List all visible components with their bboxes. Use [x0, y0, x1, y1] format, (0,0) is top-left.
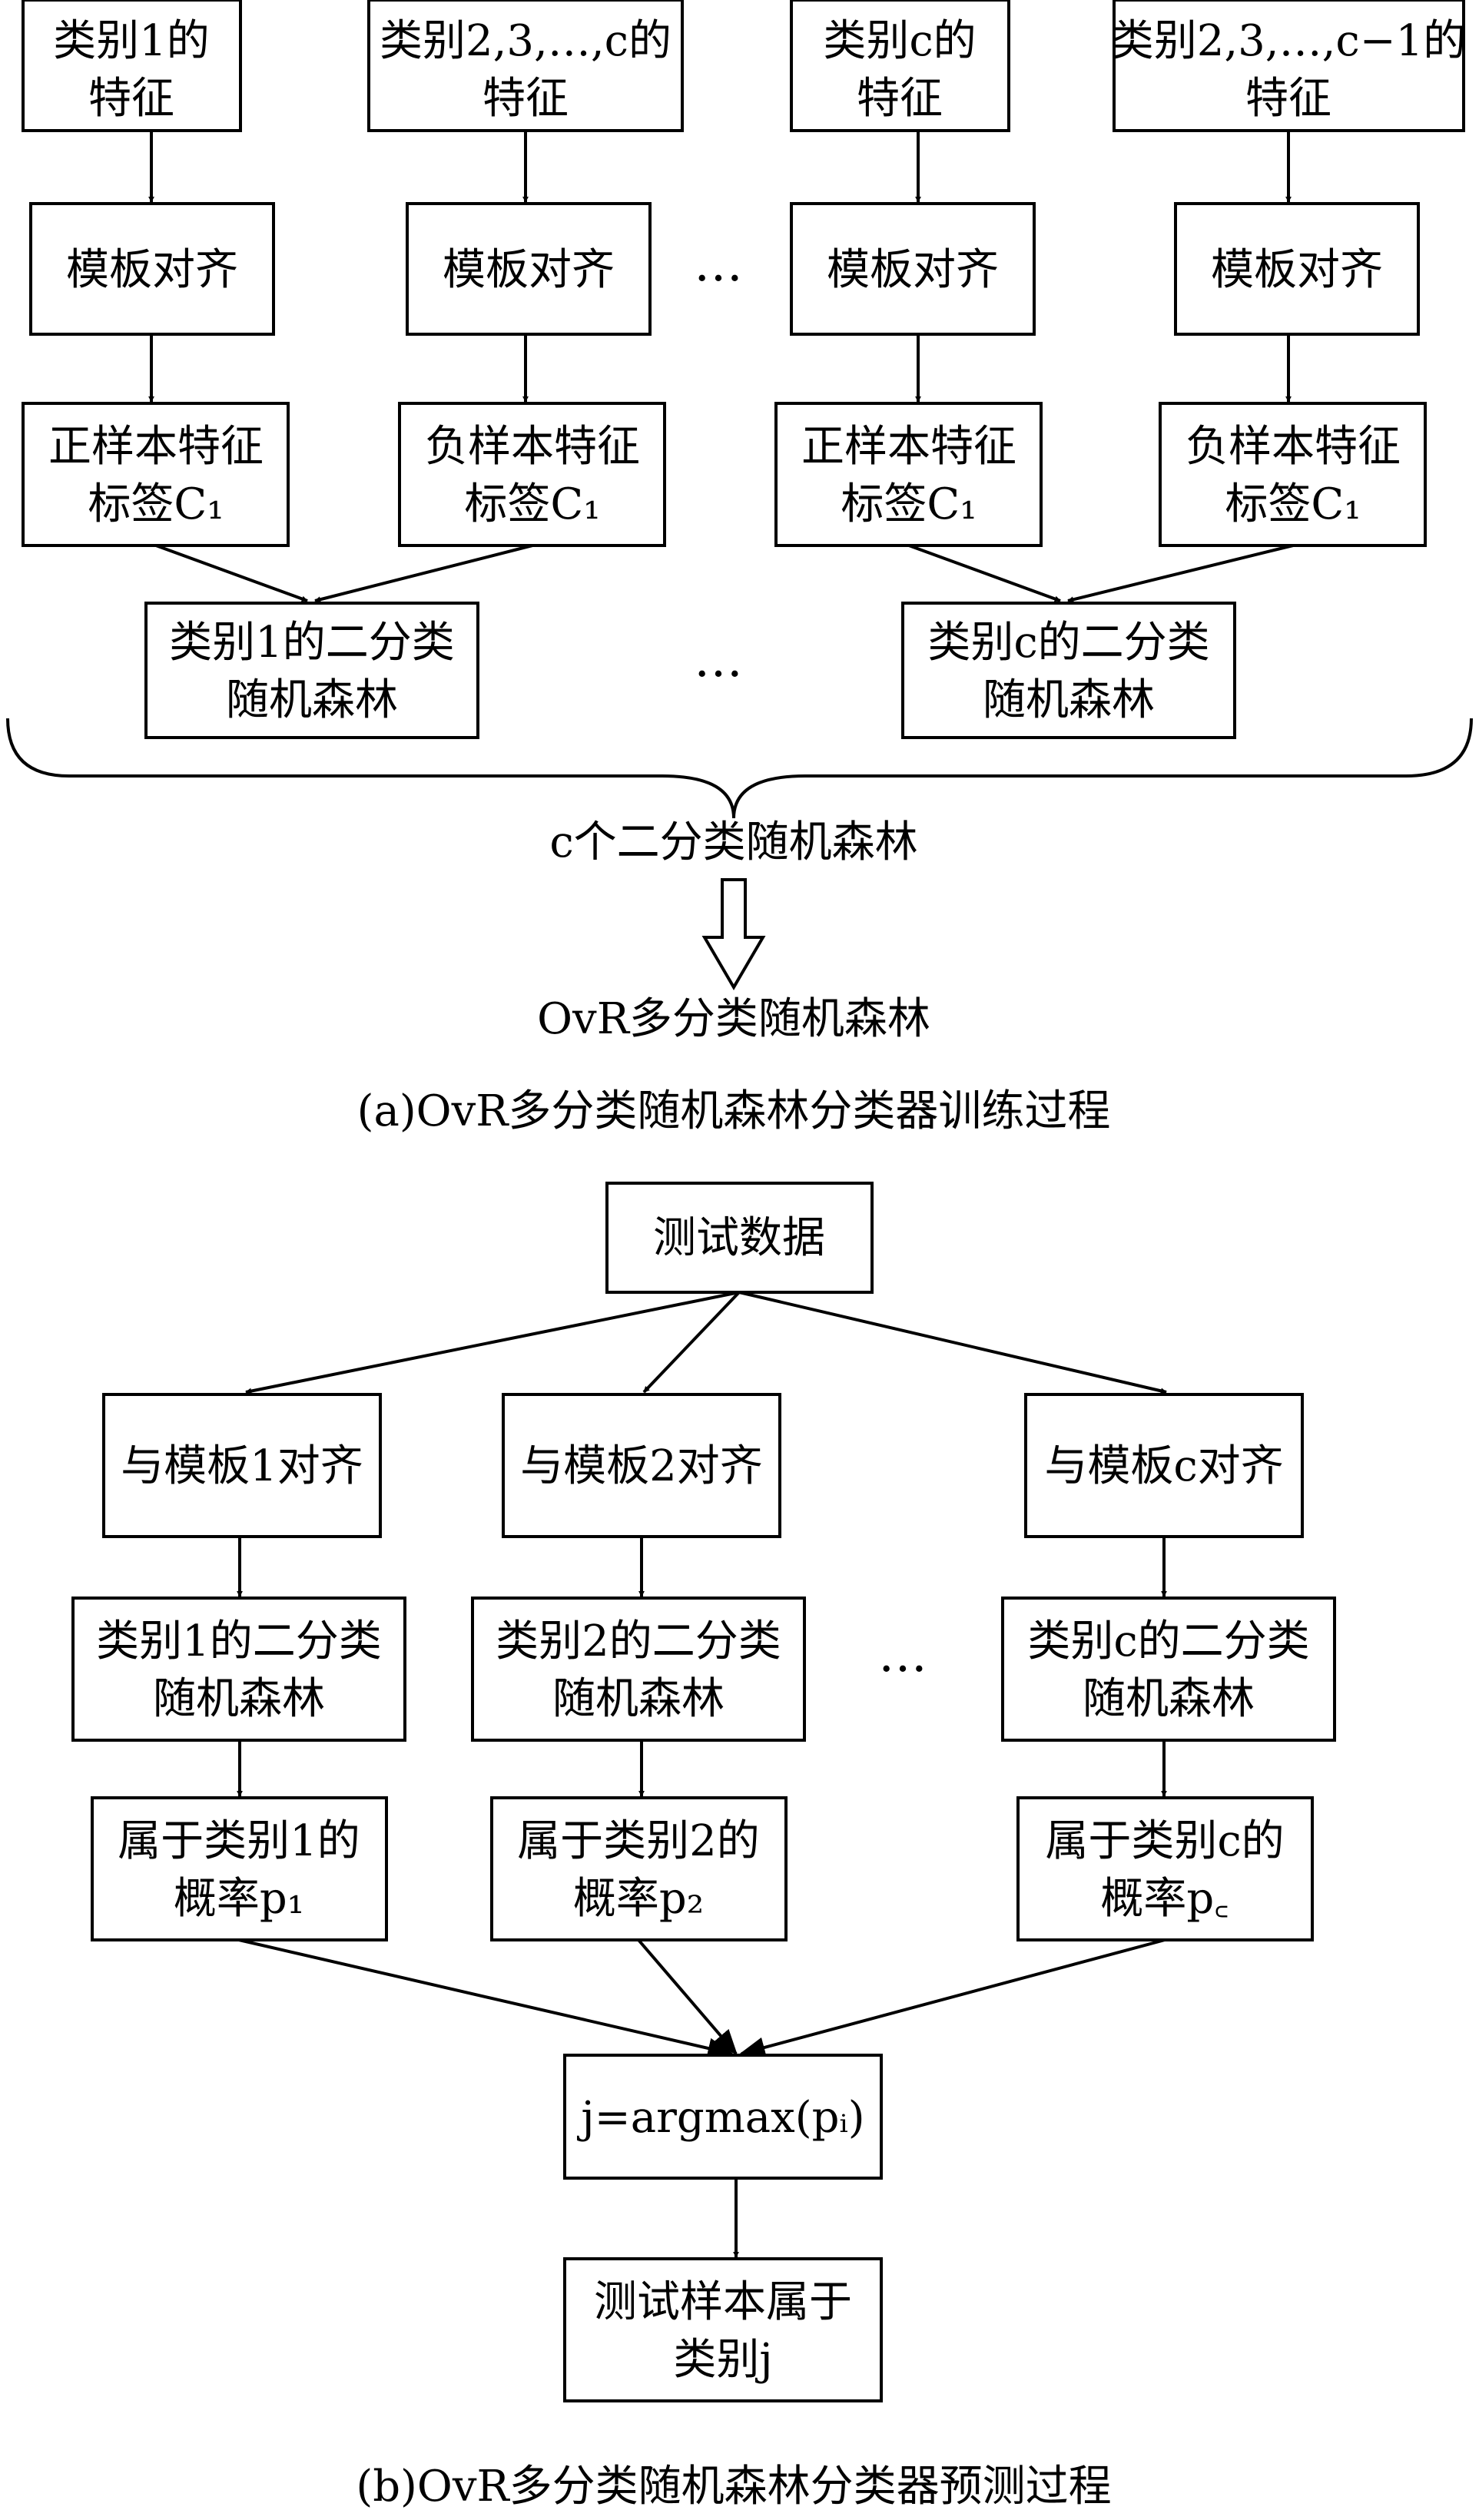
- arrow-test-align2: [642, 1291, 741, 1394]
- svg-text:类别c的二分类: 类别c的二分类: [927, 618, 1209, 668]
- arrow-prob2-argmax: [637, 1938, 738, 2056]
- svg-text:负样本特征: 负样本特征: [425, 422, 640, 472]
- pred-forest-box-1: 类别1的二分类 随机森林: [71, 1597, 406, 1742]
- pred-prob-box-1: 属于类别1的 概率p₁: [91, 1796, 388, 1941]
- train-forest-box-1: 类别1的二分类 随机森林: [144, 602, 479, 739]
- svg-text:测试样本属于: 测试样本属于: [594, 2277, 852, 2327]
- pred-ellipsis: …: [878, 1626, 927, 1683]
- svg-text:类别c的二分类: 类别c的二分类: [1027, 1616, 1309, 1666]
- pred-prob-box-2: 属于类别2的 概率p₂: [490, 1796, 788, 1941]
- svg-text:正样本特征: 正样本特征: [48, 422, 264, 472]
- train-feature-box-2: 类别2,3,…,c的 特征: [367, 0, 684, 132]
- svg-text:负样本特征: 负样本特征: [1186, 422, 1401, 472]
- svg-text:类别1的: 类别1的: [53, 16, 210, 66]
- train-ellipsis-1: …: [694, 236, 743, 293]
- caption-a: (a)OvR多分类随机森林分类器训练过程: [357, 1086, 1111, 1136]
- arrow-test-align1: [245, 1291, 740, 1394]
- arrow-test-alignc: [738, 1291, 1167, 1394]
- svg-text:属于类别2的: 属于类别2的: [517, 1816, 760, 1866]
- svg-text:类别1的二分类: 类别1的二分类: [169, 618, 455, 668]
- svg-text:特征: 特征: [88, 74, 174, 124]
- train-align-box-3: 模板对齐: [790, 202, 1036, 336]
- train-sample-box-1: 正样本特征 标签C₁: [22, 402, 290, 547]
- train-feature-box-3: 类别c的 特征: [790, 0, 1010, 132]
- train-forest-box-c: 类别c的二分类 随机森林: [901, 602, 1236, 739]
- svg-text:类别c的: 类别c的: [823, 16, 976, 66]
- svg-text:类别2,3,…,c的: 类别2,3,…,c的: [380, 16, 672, 66]
- svg-text:概率p₁: 概率p₁: [174, 1874, 304, 1924]
- train-sample-box-4: 负样本特征 标签C₁: [1159, 402, 1427, 547]
- svg-text:标签C₁: 标签C₁: [841, 479, 977, 529]
- svg-text:模板对齐: 模板对齐: [1211, 245, 1383, 295]
- pred-argmax-box: j=argmax(pᵢ): [563, 2054, 883, 2180]
- arrow-sample3-forestc: [908, 544, 1061, 602]
- svg-text:模板对齐: 模板对齐: [66, 245, 238, 295]
- pred-test-data-box: 测试数据: [605, 1182, 874, 1294]
- train-align-box-2: 模板对齐: [406, 202, 652, 336]
- svg-text:标签C₁: 标签C₁: [88, 479, 224, 529]
- train-result-label: OvR多分类随机森林: [537, 994, 930, 1044]
- pred-align-box-2: 与模板2对齐: [502, 1393, 781, 1538]
- svg-text:j=argmax(pᵢ): j=argmax(pᵢ): [576, 2093, 864, 2143]
- grouping-brace: [6, 718, 1473, 819]
- train-feature-box-4: 类别2,3,…,c−1的 特征: [1111, 0, 1467, 132]
- svg-text:随机森林: 随机森林: [1083, 1674, 1255, 1724]
- pred-forest-box-c: 类别c的二分类 随机森林: [1001, 1597, 1336, 1742]
- arrow-probc-argmax: [738, 1938, 1166, 2058]
- svg-text:与模板1对齐: 与模板1对齐: [121, 1441, 363, 1491]
- train-align-box-4: 模板对齐: [1174, 202, 1420, 336]
- svg-text:属于类别c的: 属于类别c的: [1045, 1816, 1284, 1866]
- train-align-box-1: 模板对齐: [29, 202, 275, 336]
- train-feature-box-1: 类别1的 特征: [22, 0, 242, 132]
- svg-text:随机森林: 随机森林: [983, 675, 1155, 725]
- svg-text:标签C₁: 标签C₁: [1225, 479, 1361, 529]
- svg-text:类别1的二分类: 类别1的二分类: [96, 1616, 382, 1666]
- svg-text:类别2的二分类: 类别2的二分类: [496, 1616, 781, 1666]
- train-sample-box-2: 负样本特征 标签C₁: [398, 402, 666, 547]
- arrow-sample2-forest1: [314, 544, 533, 603]
- svg-text:类别2,3,…,c−1的: 类别2,3,…,c−1的: [1111, 16, 1467, 66]
- svg-text:特征: 特征: [1245, 74, 1331, 124]
- svg-text:随机森林: 随机森林: [226, 675, 398, 725]
- svg-text:与模板2对齐: 与模板2对齐: [520, 1441, 763, 1491]
- arrow-prob1-argmax: [238, 1938, 735, 2059]
- hollow-down-arrow: [701, 878, 766, 990]
- svg-text:特征: 特征: [857, 74, 943, 124]
- train-summary-label: c个二分类随机森林: [549, 817, 917, 867]
- train-ellipsis-2: …: [694, 632, 743, 688]
- caption-b: (b)OvR多分类随机森林分类器预测过程: [356, 2462, 1111, 2512]
- pred-final-box: 测试样本属于 类别j: [563, 2257, 883, 2402]
- svg-text:与模板c对齐: 与模板c对齐: [1044, 1441, 1283, 1491]
- svg-text:概率p₂: 概率p₂: [573, 1874, 704, 1924]
- svg-text:概率p꜀: 概率p꜀: [1100, 1874, 1229, 1924]
- svg-text:模板对齐: 模板对齐: [443, 245, 615, 295]
- svg-text:测试数据: 测试数据: [653, 1213, 825, 1263]
- pred-align-box-c: 与模板c对齐: [1024, 1393, 1304, 1538]
- arrow-sample4-forestc: [1067, 544, 1294, 603]
- pred-forest-box-2: 类别2的二分类 随机森林: [471, 1597, 806, 1742]
- svg-text:标签C₁: 标签C₁: [464, 479, 600, 529]
- svg-text:模板对齐: 模板对齐: [827, 245, 999, 295]
- arrow-sample1-forest1: [155, 544, 308, 602]
- pred-prob-box-c: 属于类别c的 概率p꜀: [1016, 1796, 1314, 1941]
- svg-text:属于类别1的: 属于类别1的: [118, 1816, 360, 1866]
- svg-text:特征: 特征: [482, 74, 569, 124]
- svg-text:随机森林: 随机森林: [552, 1674, 725, 1724]
- train-sample-box-3: 正样本特征 标签C₁: [774, 402, 1043, 547]
- svg-text:正样本特征: 正样本特征: [801, 422, 1016, 472]
- svg-text:随机森林: 随机森林: [153, 1674, 325, 1724]
- pred-align-box-1: 与模板1对齐: [102, 1393, 382, 1538]
- svg-text:类别j: 类别j: [673, 2335, 772, 2385]
